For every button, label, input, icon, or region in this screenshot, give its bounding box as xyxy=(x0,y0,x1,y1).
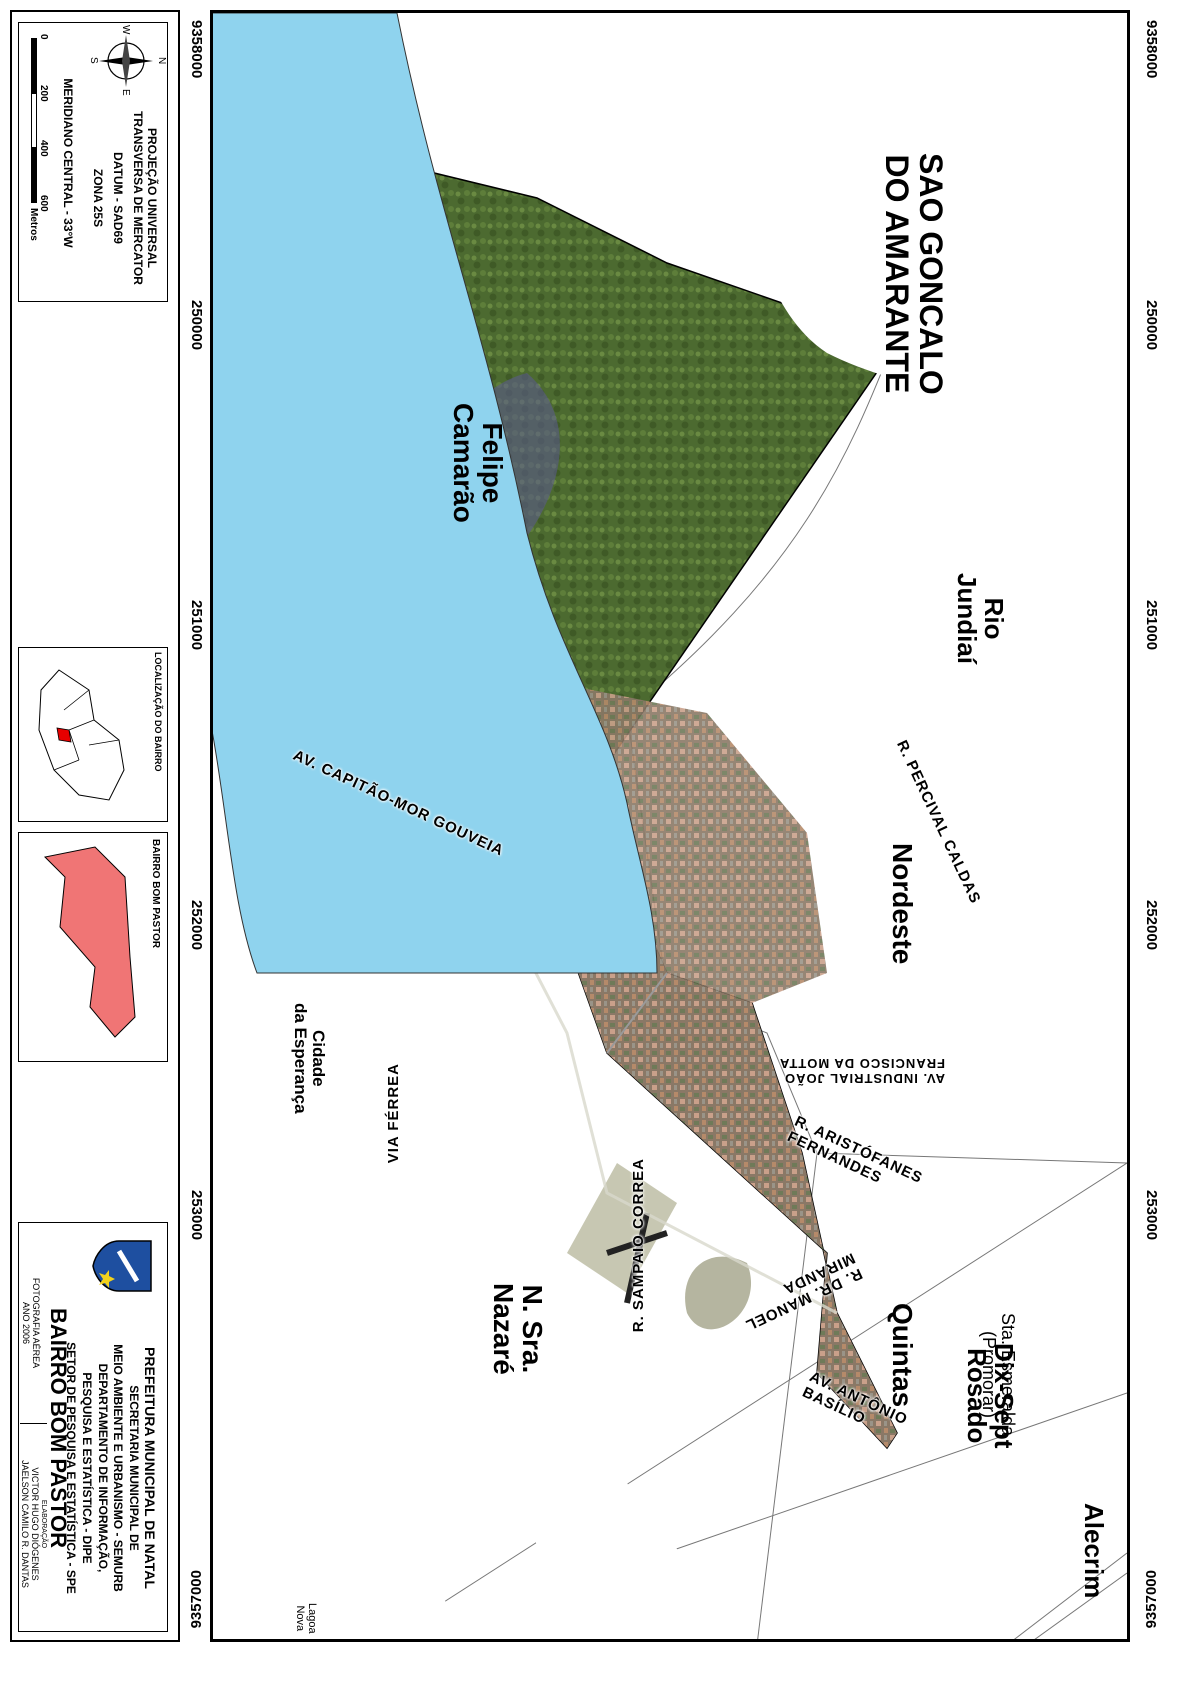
label-felipe-camarao: Felipe Camarão xyxy=(447,403,508,523)
coord-bottom-1: 253000 xyxy=(188,1190,205,1241)
projection-line1: PROJEÇÃO UNIVERSAL xyxy=(145,127,159,269)
credits-line1: VICTOR HUGO DIÓGENES xyxy=(30,1467,40,1581)
bom-pastor-location-marker xyxy=(56,727,72,743)
projection-line4: ZONA 25S xyxy=(91,168,105,228)
map-frame: Alecrim Dix-Sept Rosado Sta. Esmeralda (… xyxy=(210,10,1130,1642)
institution-text: PREFEITURA MUNICIPAL DE NATAL SECRETARIA… xyxy=(63,1313,159,1623)
label-quintas: Quintas xyxy=(887,1303,918,1408)
street-r-sampaio-correa: R. SAMPAIO CORREA xyxy=(630,1158,647,1333)
label-sao-line2: DO AMARANTE xyxy=(879,154,916,394)
photo-line2: ANO 2006 xyxy=(21,1301,31,1345)
label-cidade-da-esperanca: Cidade da Esperança xyxy=(291,1003,328,1114)
credits: ELABORAÇÃO VICTOR HUGO DIÓGENES JAELSON … xyxy=(20,1423,47,1624)
label-lagoa-nova: Lagoa Nova xyxy=(294,1603,318,1634)
label-sta-esmeralda-line2: (Promorar) xyxy=(979,1331,1000,1419)
credits-line2: JAELSON CAMILO R. DANTAS xyxy=(20,1460,30,1588)
street-industrial-line2: FRANCISCO DA MOTTA xyxy=(778,1056,946,1072)
label-sao-line1: SAO GONCALO xyxy=(913,153,949,395)
label-rio-line2: Jundiaí xyxy=(951,573,982,665)
label-cidade-line2: da Esperança xyxy=(291,1003,311,1114)
shield-logo-icon xyxy=(92,1240,152,1292)
scale-unit: Metros xyxy=(28,208,39,241)
institution-line2: SECRETARIA MUNICIPAL DE xyxy=(126,1385,141,1551)
coord-top-2: 252000 xyxy=(1143,900,1160,951)
map-title: BAIRRO BOM PASTOR xyxy=(46,1308,71,1548)
municipal-logo xyxy=(89,1231,159,1301)
institution-box: PREFEITURA MUNICIPAL DE NATAL SECRETARIA… xyxy=(18,1222,168,1632)
institution-line4: DEPARTAMENTO DE INFORMAÇÃO, xyxy=(95,1363,110,1573)
label-n-sra-nazare: N. Sra. Nazaré xyxy=(487,1283,548,1375)
label-lagoa-line1: Lagoa xyxy=(306,1603,318,1634)
neighborhood-inset: BAIRRO BOM PASTOR xyxy=(18,832,168,1062)
label-felipe-line2: Camarão xyxy=(447,403,479,523)
street-av-industrial: AV. INDUSTRIAL JOÃO FRANCISCO DA MOTTA xyxy=(779,1056,945,1086)
label-rio-jundiai: Rio Jundiaí xyxy=(951,573,1009,665)
institution-line5: PESQUISA E ESTATÍSTICA - DIPE xyxy=(80,1372,95,1564)
label-n-sra-line1: N. Sra. xyxy=(517,1284,548,1374)
compass-w: W xyxy=(120,25,131,35)
compass-s: S xyxy=(88,57,99,64)
scale-tick-200: 200 xyxy=(38,85,49,102)
compass-e: E xyxy=(120,89,131,96)
scale-segment-2 xyxy=(31,93,37,148)
projection-line3: DATUM - SAD69 xyxy=(111,152,125,244)
bom-pastor-shape-icon xyxy=(43,846,136,1038)
label-nordeste: Nordeste xyxy=(887,843,918,965)
institution-line1: PREFEITURA MUNICIPAL DE NATAL xyxy=(142,1347,158,1589)
street-via-ferrea: VIA FÉRREA xyxy=(385,1063,402,1164)
compass-n: N xyxy=(156,57,167,65)
label-sta-esmeralda: Sta. Esmeralda (Promorar) xyxy=(979,1313,1018,1437)
credits-label: ELABORAÇÃO xyxy=(40,1499,47,1549)
river-water xyxy=(210,13,658,974)
location-label: LOCALIZAÇÃO DO BAIRRO xyxy=(153,652,163,772)
scale-bar: 0 200 400 600 Metros xyxy=(25,34,49,258)
coord-bottom-4: 250000 xyxy=(188,300,205,351)
scale-tick-400: 400 xyxy=(38,140,49,157)
scale-tick-0: 0 xyxy=(38,34,49,40)
city-map-icon xyxy=(38,669,125,801)
compass-icon xyxy=(99,35,153,87)
label-n-sra-line2: Nazaré xyxy=(487,1283,519,1375)
scale-segment-3 xyxy=(31,148,37,203)
map-canvas xyxy=(210,13,1127,1642)
label-felipe-line1: Felipe xyxy=(477,422,508,504)
institution-line3: MEIO AMBIENTE E URBANISMO - SEMURB xyxy=(111,1344,126,1592)
photo-line1: FOTOGRAFIA AÉREA xyxy=(31,1277,41,1369)
projection-line2: TRANSVERSA DE MERCATOR xyxy=(131,111,145,285)
label-sao-goncalo: SAO GONCALO DO AMARANTE xyxy=(879,153,949,395)
coord-bottom-2: 252000 xyxy=(188,900,205,951)
street-industrial-line1: AV. INDUSTRIAL JOÃO xyxy=(783,1071,946,1087)
coord-bottom-left: 9358000 xyxy=(188,20,205,79)
scale-tick-600: 600 xyxy=(38,195,49,212)
photo-info: FOTOGRAFIA AÉREA ANO 2006 xyxy=(21,1233,41,1413)
projection-text: PROJEÇÃO UNIVERSAL TRANSVERSA DE MERCATO… xyxy=(91,103,159,293)
coord-bottom-right: 9357000 xyxy=(188,1570,205,1629)
coord-top-4: 250000 xyxy=(1143,300,1160,351)
label-sta-esmeralda-line1: Sta. Esmeralda xyxy=(998,1313,1018,1437)
coord-top-3: 251000 xyxy=(1143,600,1160,651)
coord-bottom-3: 251000 xyxy=(188,600,205,651)
compass-rose: N S W E xyxy=(88,25,167,96)
label-lagoa-line2: Nova xyxy=(294,1605,307,1632)
label-rio-line1: Rio xyxy=(979,597,1009,640)
river-channel xyxy=(367,1493,1127,1642)
inset-label: BAIRRO BOM PASTOR xyxy=(150,839,161,949)
coord-top-1: 253000 xyxy=(1143,1190,1160,1241)
scale-segment-1 xyxy=(31,38,37,93)
projection-line5: MERIDIANO CENTRAL - 33°W xyxy=(61,78,75,248)
coord-top-right: 9357000 xyxy=(1143,1570,1160,1629)
label-alecrim: Alecrim xyxy=(1079,1503,1109,1599)
legend-panel: N S W E PROJEÇÃO UNIVERSAL TRANSVERSA DE… xyxy=(10,10,180,1642)
coord-top-left: 9358000 xyxy=(1143,20,1160,79)
projection-box: N S W E PROJEÇÃO UNIVERSAL TRANSVERSA DE… xyxy=(18,22,168,302)
location-inset: LOCALIZAÇÃO DO BAIRRO xyxy=(18,647,168,822)
label-cidade-line1: Cidade xyxy=(309,1029,328,1087)
